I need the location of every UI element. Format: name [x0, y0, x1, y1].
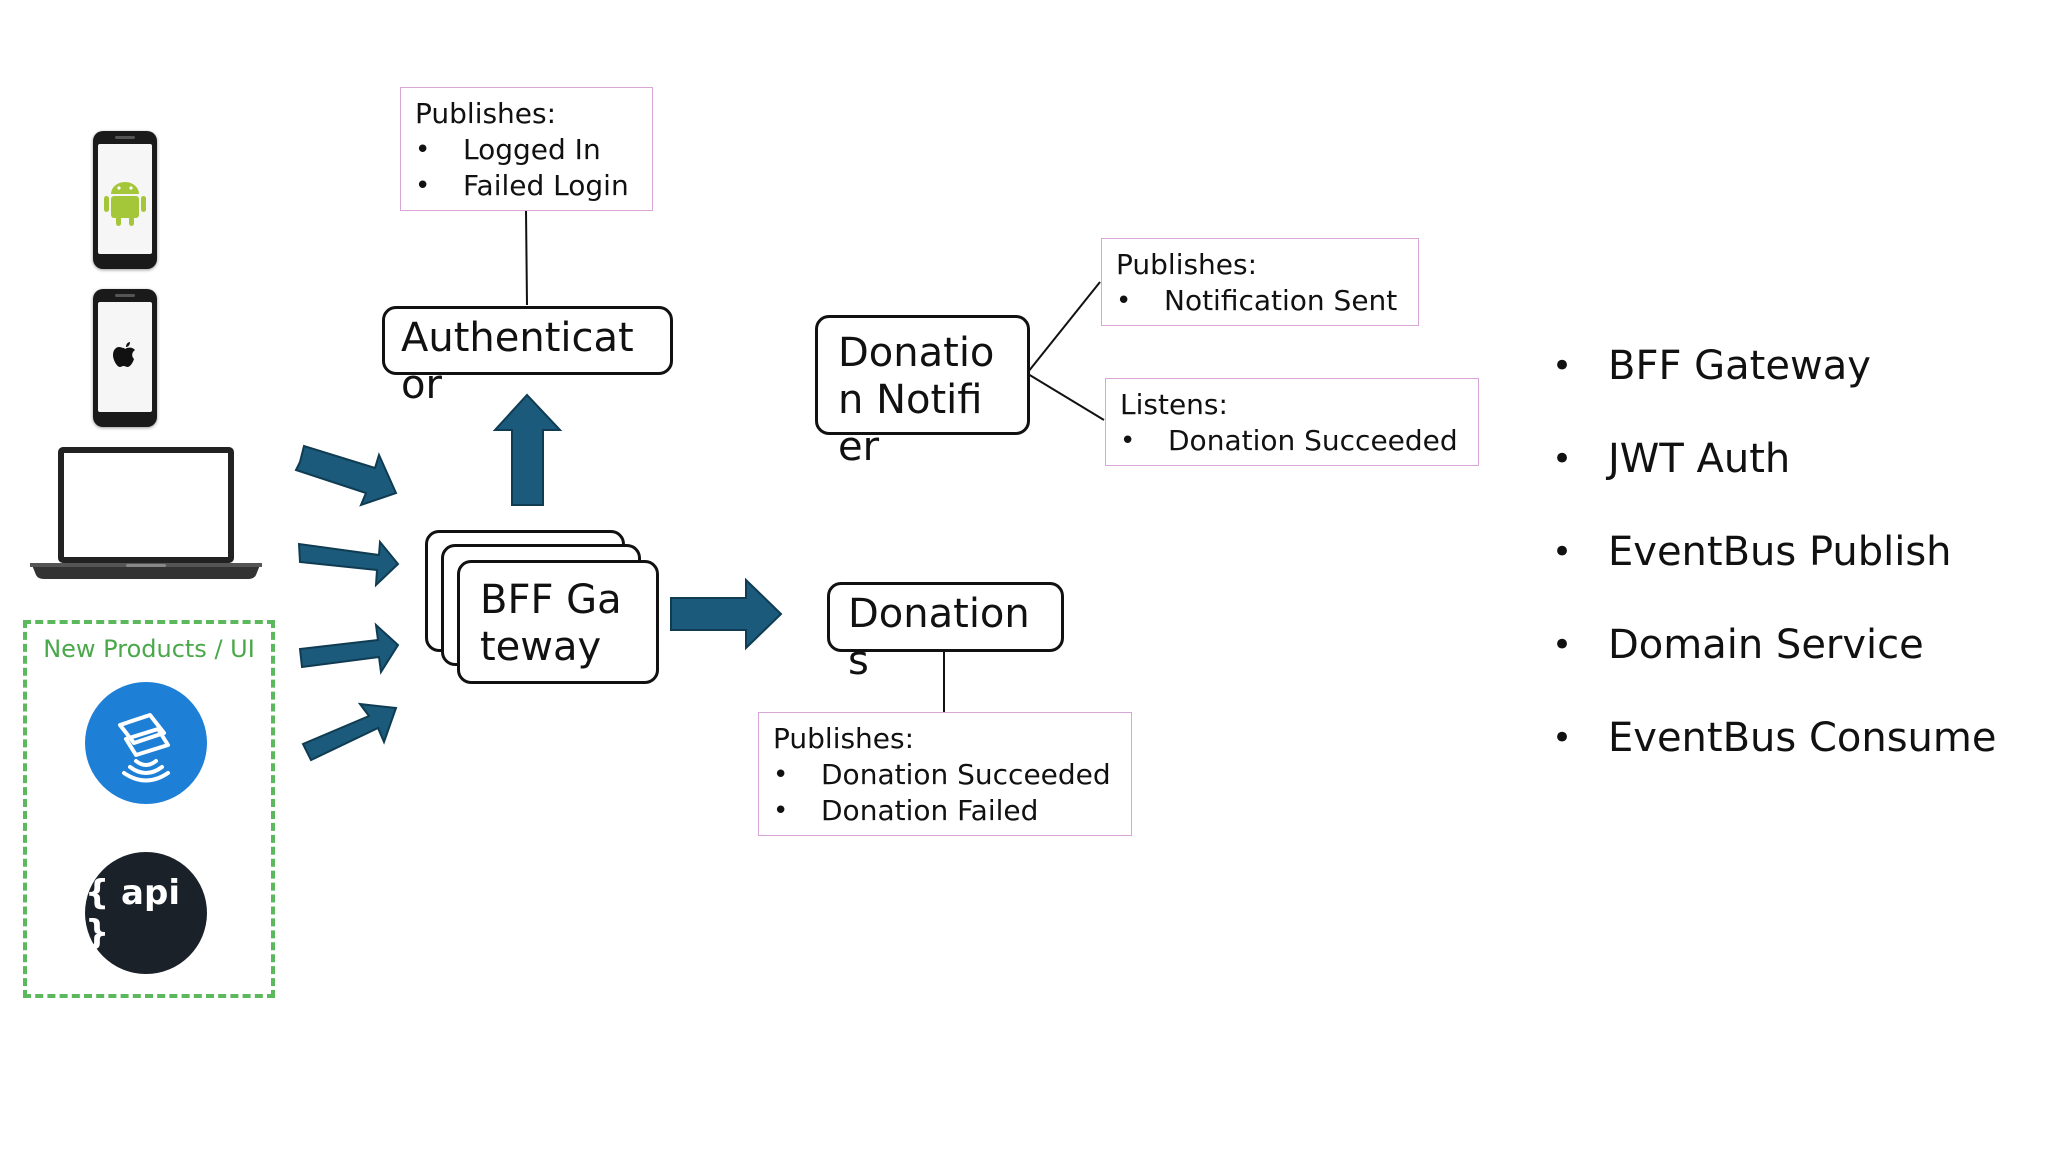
- apple-phone-icon: [93, 289, 157, 427]
- feature-list-item: Domain Service: [1548, 617, 1996, 710]
- arrow-client-4: [301, 702, 398, 762]
- authenticator-publishes-note: Publishes: Logged In Failed Login: [400, 87, 653, 211]
- bff-gateway-label: BFF Gateway: [480, 577, 622, 670]
- note-heading: Listens:: [1120, 388, 1228, 421]
- feature-list-item: BFF Gateway: [1548, 338, 1996, 431]
- notifier-listen-connector: [1027, 373, 1105, 421]
- feature-list-item: EventBus Consume: [1548, 710, 1996, 803]
- donations-service: Donations: [827, 582, 1064, 684]
- feature-list: BFF Gateway JWT Auth EventBus Publish Do…: [1548, 338, 1996, 803]
- donation-notifier-label: Donation Notifier: [838, 330, 995, 470]
- arrow-to-authenticator: [492, 393, 563, 506]
- new-products-label: New Products / UI: [43, 635, 255, 663]
- arrow-client-3: [298, 622, 400, 675]
- feature-list-item: EventBus Publish: [1548, 524, 1996, 617]
- note-heading: Publishes:: [773, 722, 915, 755]
- android-phone-icon: [93, 131, 157, 269]
- api-icon-text: { api }: [85, 873, 180, 953]
- authenticator-label: Authenticator: [401, 315, 634, 408]
- note-item: Donation Succeeded: [1120, 423, 1464, 459]
- authenticator-service: Authenticator: [382, 306, 673, 408]
- contactless-card-icon: [85, 682, 207, 804]
- donations-publishes-note: Publishes: Donation Succeeded Donation F…: [758, 712, 1132, 836]
- donation-notifier-service: Donation Notifier: [815, 315, 1030, 470]
- new-products-group: New Products / UI: [23, 620, 275, 998]
- laptop-icon: [30, 447, 262, 579]
- notifier-publish-connector: [1027, 281, 1101, 373]
- arrow-client-2: [297, 539, 400, 588]
- arrow-client-1: [294, 444, 398, 507]
- auth-note-connector: [525, 209, 528, 306]
- note-heading: Publishes:: [1116, 248, 1258, 281]
- note-item: Donation Succeeded: [773, 757, 1117, 793]
- arrow-to-donations: [670, 577, 783, 651]
- bff-gateway-service: BFF Gateway: [457, 560, 659, 684]
- notifier-publishes-note: Publishes: Notification Sent: [1101, 238, 1419, 326]
- api-icon: { api }: [85, 852, 207, 974]
- note-item: Failed Login: [415, 168, 638, 204]
- notifier-listens-note: Listens: Donation Succeeded: [1105, 378, 1479, 466]
- note-item: Donation Failed: [773, 793, 1117, 829]
- note-item: Logged In: [415, 132, 638, 168]
- note-heading: Publishes:: [415, 97, 557, 130]
- note-item: Notification Sent: [1116, 283, 1404, 319]
- feature-list-item: JWT Auth: [1548, 431, 1996, 524]
- donations-label: Donations: [848, 591, 1030, 684]
